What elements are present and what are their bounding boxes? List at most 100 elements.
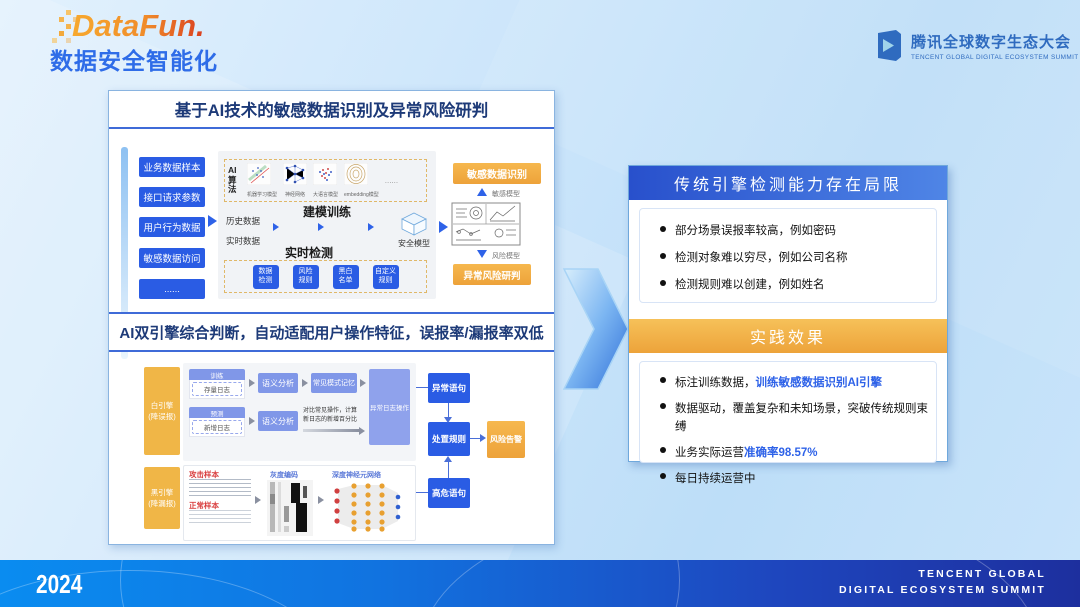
bullet-item: 检测对象难以穷尽，例如公司名称 bbox=[660, 249, 928, 265]
model-thumb: 神经网络 bbox=[282, 162, 308, 198]
input-item: ...... bbox=[139, 279, 205, 299]
rule-item: 自定义 规则 bbox=[372, 264, 399, 289]
realtime-data-label: 实时数据 bbox=[226, 236, 261, 246]
abnormal-log-ops-box: 异常日志操作 bbox=[369, 369, 410, 445]
summit-logo: 腾讯全球数字生态大会 TENCENT GLOBAL DIGITAL ECOSYS… bbox=[876, 30, 1079, 61]
embedding-model-icon bbox=[343, 162, 369, 186]
tencent-summit-icon bbox=[878, 30, 901, 61]
white-engine-panel: 训练 存量日志 语义分析 常见模式记忆 异常日志操作 预测 新增日志 语义分析 … bbox=[183, 363, 416, 461]
model-thumb: 大语言模型 bbox=[312, 162, 338, 198]
risk-output-label: 异常风险研判 bbox=[453, 264, 531, 285]
summit-title-en: TENCENT GLOBAL DIGITAL ECOSYSTEM SUMMIT bbox=[911, 53, 1079, 61]
ai-algo-label: AI算法 bbox=[228, 164, 237, 195]
rule-item: 黑白 名单 bbox=[332, 264, 359, 289]
input-item: 敏感数据访问 bbox=[139, 248, 205, 268]
bullet-dot bbox=[660, 280, 666, 286]
neural-network-icon bbox=[282, 162, 308, 186]
sensitive-output-label: 敏感数据识别 bbox=[453, 163, 541, 184]
section1-title: 基于AI技术的敏感数据识别及异常风险研判 bbox=[109, 91, 554, 129]
arrow-down-icon bbox=[477, 250, 487, 258]
risk-alert-box: 风险告警 bbox=[487, 421, 525, 458]
ai-pipeline-panel: AI算法 机器学习模型 神经网络 bbox=[218, 151, 436, 299]
semantic-analysis-box: 语义分析 bbox=[258, 373, 298, 393]
bullet-item: 业务实际运营准确率98.57% bbox=[660, 443, 928, 461]
transition-arrow-icon bbox=[562, 268, 629, 390]
grayscale-encoding-image bbox=[267, 480, 313, 536]
arrow-right-icon bbox=[359, 427, 365, 435]
ai-models-box: AI算法 机器学习模型 神经网络 bbox=[224, 159, 427, 202]
bullet-dot bbox=[660, 226, 666, 232]
normal-sample-label: 正常样本 bbox=[189, 501, 219, 510]
arrow-up-icon bbox=[444, 456, 452, 462]
arrow-right-icon bbox=[368, 223, 374, 231]
right-panel: 传统引擎检测能力存在局限 部分场景误报率较高，例如密码 检测对象难以穷尽，例如公… bbox=[628, 165, 948, 485]
realtime-detect-label: 实时检测 bbox=[284, 246, 333, 260]
arrow-right-icon bbox=[273, 223, 279, 231]
connector-line bbox=[448, 403, 449, 419]
connector-line bbox=[416, 387, 428, 388]
arrow-right-icon bbox=[249, 379, 255, 387]
datafun-logo: DataFun. bbox=[72, 8, 205, 43]
page-title: 数据安全智能化 bbox=[50, 48, 218, 74]
gray-arrow-line bbox=[303, 429, 359, 432]
practice-body: 标注训练数据，训练敏感数据识别AI引擎 数据驱动，覆盖复杂和未知场景，突破传统规… bbox=[629, 361, 947, 485]
arrow-right-icon bbox=[255, 496, 261, 504]
danger-stmt-box: 高危语句 bbox=[428, 478, 470, 508]
arrow-right-icon bbox=[480, 434, 486, 442]
white-engine-bar: 白引擎 (降误报) bbox=[144, 367, 180, 455]
connector-line bbox=[470, 438, 482, 439]
arrow-right-icon bbox=[318, 223, 324, 231]
bullet-item: 数据驱动，覆盖复杂和未知场景，突破传统规则束缚 bbox=[660, 399, 928, 435]
security-model-label: 安全模型 bbox=[398, 239, 430, 248]
arrow-right-icon bbox=[302, 379, 308, 387]
arrow-right-icon bbox=[318, 496, 324, 504]
footer-summit-text: TENCENT GLOBAL DIGITAL ECOSYSTEM SUMMIT bbox=[839, 568, 1046, 596]
decor-strip bbox=[121, 147, 128, 359]
model-thumb: 机器学习模型 bbox=[246, 162, 277, 198]
abnormal-stmt-box: 异常语句 bbox=[428, 373, 470, 403]
arrow-down-icon bbox=[444, 417, 452, 423]
normal-sample-lines bbox=[189, 510, 251, 525]
bullet-item: 每日持续运营中 bbox=[660, 469, 928, 487]
arrow-right-icon bbox=[360, 379, 366, 387]
model-thumb: embedding模型 bbox=[343, 162, 379, 198]
summit-title-cn: 腾讯全球数字生态大会 bbox=[911, 33, 1072, 51]
rule-item: 数据 检测 bbox=[252, 264, 279, 289]
disposal-rule-box: 处置规则 bbox=[428, 422, 470, 456]
risk-model-label: 风险模型 bbox=[492, 253, 520, 260]
deep-neural-network-image bbox=[334, 483, 401, 532]
history-data-label: 历史数据 bbox=[226, 216, 261, 226]
modeling-train-label: 建模训练 bbox=[302, 205, 351, 219]
dnn-label: 深度神经元网络 bbox=[332, 472, 381, 479]
arrow-up-icon bbox=[477, 188, 487, 196]
bullet-dot bbox=[660, 447, 666, 453]
bullet-dot bbox=[660, 473, 666, 479]
connector-line bbox=[448, 462, 449, 478]
input-item: 接口请求参数 bbox=[139, 187, 205, 207]
attack-sample-label: 攻击样本 bbox=[189, 470, 219, 479]
input-item: 用户行为数据 bbox=[139, 217, 205, 237]
datafun-pixels-icon bbox=[52, 24, 57, 29]
bullet-item: 标注训练数据，训练敏感数据识别AI引擎 bbox=[660, 373, 928, 391]
rules-box: 数据 检测 风险 规则 黑白 名单 自定义 规则 bbox=[224, 260, 427, 293]
semantic-analysis-box: 语义分析 bbox=[258, 411, 298, 431]
limitation-title: 传统引擎检测能力存在局限 bbox=[629, 166, 947, 200]
train-box: 训练 存量日志 bbox=[189, 369, 245, 399]
summit-text: 腾讯全球数字生态大会 TENCENT GLOBAL DIGITAL ECOSYS… bbox=[911, 31, 1079, 61]
footer-bar: 2024 TENCENT GLOBAL DIGITAL ECOSYSTEM SU… bbox=[0, 560, 1080, 607]
bullet-dot bbox=[660, 377, 666, 383]
section2-title: AI双引擎综合判断，自动适配用户操作特征，误报率/漏报率双低 bbox=[109, 312, 554, 352]
practice-title: 实践效果 bbox=[629, 319, 947, 353]
arrow-right-icon bbox=[249, 417, 255, 425]
black-engine-bar: 黑引擎 (降漏报) bbox=[144, 467, 180, 529]
limitation-body: 部分场景误报率较高，例如密码 检测对象难以穷尽，例如公司名称 检测规则难以创建，… bbox=[629, 208, 947, 319]
arrow-right-icon bbox=[208, 215, 217, 227]
models-ellipsis: ...... bbox=[384, 176, 399, 185]
document-analysis-icon bbox=[451, 202, 521, 246]
left-card: 基于AI技术的敏感数据识别及异常风险研判 业务数据样本 接口请求参数 用户行为数… bbox=[108, 90, 555, 545]
security-model-cube-icon bbox=[401, 212, 427, 236]
sensitive-model-label: 敏感模型 bbox=[492, 191, 520, 198]
gray-encode-label: 灰度编码 bbox=[270, 472, 298, 479]
bullet-item: 部分场景误报率较高，例如密码 bbox=[660, 222, 928, 238]
